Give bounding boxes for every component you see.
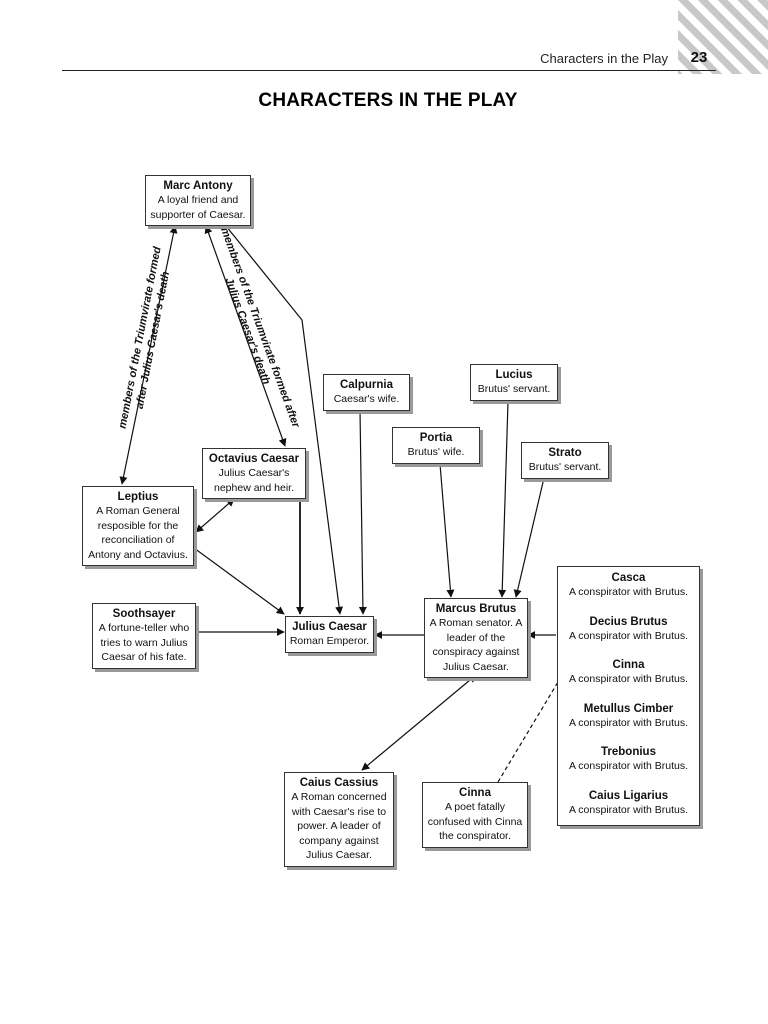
edge-antony-leptius: [119, 225, 178, 485]
node-description: Julius Caesar's nephew and heir.: [214, 467, 294, 494]
edge-calpurnia-caesar: [358, 409, 367, 615]
node-marcus-brutus: Marcus Brutus A Roman senator. A leader …: [424, 598, 528, 678]
node-octavius-caesar: Octavius Caesar Julius Caesar's nephew a…: [202, 448, 306, 499]
running-header-title: Characters in the Play: [540, 51, 668, 66]
node-description: A poet fatally confused with Cinna the c…: [427, 801, 523, 842]
conspirator-description: A conspirator with Brutus.: [568, 760, 689, 772]
node-description: A fortune-teller who tries to warn Juliu…: [98, 622, 190, 663]
edge-strato-brutus: [513, 477, 545, 598]
node-calpurnia: Calpurnia Caesar's wife.: [323, 374, 410, 411]
conspirator-entry: Metullus Cimber A conspirator with Brutu…: [560, 702, 697, 731]
page-title: CHARACTERS IN THE PLAY: [258, 90, 518, 111]
edge-antony-caesar: [225, 225, 344, 615]
node-strato: Strato Brutus' servant.: [521, 442, 609, 479]
conspirator-description: A conspirator with Brutus.: [568, 586, 689, 598]
node-conspirators-group: Casca A conspirator with Brutus. Decius …: [557, 566, 700, 826]
conspirator-name: Decius Brutus: [589, 615, 668, 628]
node-name: Soothsayer: [112, 608, 176, 620]
node-description: A Roman General resposible for the recon…: [88, 505, 188, 561]
conspirator-entry: Caius Ligarius A conspirator with Brutus…: [560, 789, 697, 818]
node-description: A Roman concerned with Caesar's rise to …: [291, 791, 387, 861]
conspirator-description: A conspirator with Brutus.: [568, 629, 689, 642]
node-description: Roman Emperor.: [289, 635, 370, 647]
node-name: Portia: [419, 432, 453, 444]
node-lucius: Lucius Brutus' servant.: [470, 364, 558, 401]
conspirator-entry: Decius Brutus A conspirator with Brutus.: [560, 615, 697, 644]
node-leptius: Leptius A Roman General resposible for t…: [82, 486, 194, 566]
edge-lucius-brutus: [498, 401, 509, 598]
edge-brutus-cassius: [361, 674, 477, 771]
node-name: Octavius Caesar: [208, 453, 300, 465]
node-name: Julius Caesar: [292, 621, 367, 633]
node-description: Caesar's wife.: [333, 393, 400, 405]
node-julius-caesar: Julius Caesar Roman Emperor.: [285, 616, 374, 653]
node-description: Brutus' wife.: [407, 446, 465, 458]
node-name: Calpurnia: [339, 379, 394, 391]
node-cinna-poet: Cinna A poet fatally confused with Cinna…: [422, 782, 528, 848]
node-description: Brutus' servant.: [477, 383, 551, 395]
conspirator-name: Metullus Cimber: [583, 702, 674, 715]
node-name: Marc Antony: [163, 180, 233, 192]
node-name: Caius Cassius: [299, 777, 379, 789]
conspirator-entry: Trebonius A conspirator with Brutus.: [560, 745, 697, 774]
edge-cinna-confusion: [497, 676, 562, 783]
conspirator-name: Caius Ligarius: [588, 789, 669, 802]
node-name: Cinna: [459, 787, 491, 799]
conspirator-name: Casca: [611, 572, 646, 584]
node-name: Lucius: [495, 369, 533, 381]
node-name: Marcus Brutus: [435, 603, 517, 615]
conspirator-description: A conspirator with Brutus.: [568, 716, 689, 729]
page-number: 23: [690, 49, 708, 66]
conspirator-entry: Casca A conspirator with Brutus.: [560, 571, 697, 600]
node-name: Leptius: [117, 491, 159, 503]
node-marc-antony: Marc Antony A loyal friend and supporter…: [145, 175, 251, 226]
conspirator-description: A conspirator with Brutus.: [568, 803, 689, 816]
node-name: Strato: [548, 447, 582, 459]
edge-antony-octavius: [204, 225, 287, 447]
conspirator-name: Cinna: [612, 659, 645, 671]
node-caius-cassius: Caius Cassius A Roman concerned with Cae…: [284, 772, 394, 867]
conspirator-description: A conspirator with Brutus.: [568, 673, 689, 685]
conspirator-entry: Cinna A conspirator with Brutus.: [560, 658, 697, 687]
node-description: A loyal friend and supporter of Caesar.: [150, 194, 246, 221]
edge-portia-brutus: [439, 463, 455, 598]
corner-stripes-decoration: [678, 0, 768, 74]
node-portia: Portia Brutus' wife.: [392, 427, 480, 464]
conspirator-name: Trebonius: [601, 746, 656, 758]
edge-octavius-leptius: [195, 498, 235, 533]
node-description: A Roman senator. A leader of the conspir…: [429, 617, 523, 673]
edge-leptius-caesar: [193, 547, 285, 615]
header-rule: [62, 70, 716, 71]
node-soothsayer: Soothsayer A fortune-teller who tries to…: [92, 603, 196, 669]
node-description: Brutus' servant.: [528, 461, 602, 473]
